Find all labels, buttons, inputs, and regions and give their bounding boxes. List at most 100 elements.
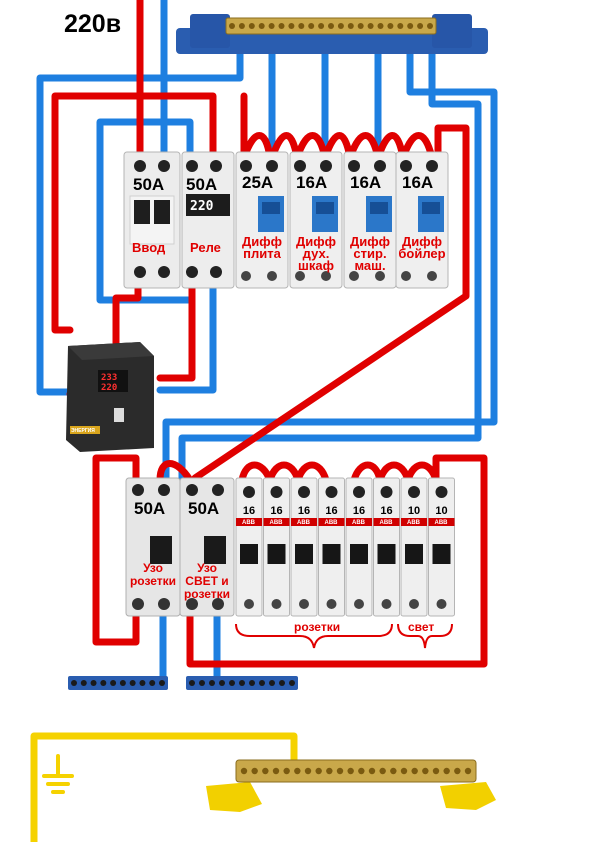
- bus-screw: [379, 767, 386, 775]
- rcbo-label: стир.: [353, 246, 386, 261]
- bus-screw: [272, 767, 280, 775]
- rcd-label: розетки: [130, 574, 176, 588]
- rcbo-rating: 16А: [350, 173, 381, 192]
- bus-screw: [358, 767, 365, 775]
- neutral-bus-left: [68, 676, 168, 690]
- bus-screw: [90, 680, 97, 686]
- stabilizer-brand: ЭНЕРГИЯ: [71, 428, 95, 434]
- rcbo-label: дух.: [303, 246, 330, 261]
- bus-screw: [249, 680, 255, 686]
- breaker-rating: 16: [380, 505, 392, 517]
- breaker-7[interactable]: ABB 10: [400, 477, 428, 617]
- rcbo-label: Дифф: [350, 234, 390, 249]
- group-label-light: свет: [408, 620, 434, 634]
- breaker-brand: ABB: [407, 520, 421, 526]
- main-switch[interactable]: 50А Ввод: [123, 151, 181, 289]
- voltage-stabilizer[interactable]: 233 220 ЭНЕРГИЯ: [66, 342, 154, 452]
- bus-screw: [326, 767, 333, 775]
- bus-screw: [432, 767, 440, 775]
- rcbo-label: бойлер: [398, 246, 445, 261]
- bus-screw: [279, 680, 285, 686]
- bus-screw: [443, 767, 450, 775]
- bus-screw: [397, 23, 404, 29]
- bus-screw: [259, 680, 265, 686]
- breaker-2[interactable]: ABB 16: [263, 477, 290, 617]
- bus-screw: [159, 680, 165, 686]
- bus-screw: [347, 23, 354, 29]
- bus-screw: [80, 680, 87, 686]
- bus-screw: [377, 23, 384, 29]
- bus-screw: [100, 680, 107, 686]
- bus-screw: [268, 23, 275, 29]
- bus-screw: [283, 767, 290, 775]
- rcd-label: СВЕТ и: [185, 574, 228, 588]
- breaker-rating: 16: [270, 505, 282, 517]
- stabilizer-reading-top: 233: [101, 373, 117, 383]
- earth-wire: [30, 732, 298, 842]
- bus-screw: [209, 680, 215, 686]
- bus-screw: [315, 767, 322, 775]
- bus-screw: [464, 767, 472, 775]
- bus-screw: [387, 23, 394, 29]
- bus-screw: [262, 767, 269, 775]
- rcbo-label: Дифф: [402, 234, 442, 249]
- rcbo-rating: 16А: [296, 173, 327, 192]
- breaker-1[interactable]: ABB 16: [235, 477, 263, 617]
- bus-screw: [110, 680, 117, 686]
- breaker-6[interactable]: ABB 16: [373, 477, 400, 617]
- breaker-brand: ABB: [352, 520, 366, 526]
- bus-screw: [298, 23, 305, 29]
- neutral-bus-top: [176, 14, 488, 54]
- bus-screw: [427, 23, 433, 29]
- breaker-rating: 16: [243, 505, 255, 517]
- earth-symbol-icon: [42, 754, 74, 794]
- rcd-rating: 50А: [134, 499, 165, 518]
- bus-screw: [357, 23, 364, 29]
- bus-screw: [294, 767, 301, 775]
- bus-screw: [240, 767, 248, 775]
- rcd-label: Узо: [197, 561, 217, 575]
- bus-screw: [139, 680, 146, 686]
- breaker-rating: 10: [408, 505, 420, 517]
- top-rcbo-row: 25АДиффплита16АДиффдух.шкаф16АДиффстир.м…: [235, 151, 449, 289]
- bus-screw: [407, 23, 414, 29]
- group-brace-light: [397, 623, 453, 649]
- main-switch-label: Ввод: [132, 240, 166, 255]
- bus-screw: [229, 23, 235, 29]
- bus-screw: [239, 680, 245, 686]
- group-brace-sockets: [235, 623, 393, 649]
- rcd-label: Узо: [143, 561, 163, 575]
- bus-screw: [422, 767, 429, 775]
- rcd-label: розетки: [184, 587, 230, 601]
- rcbo-label: плита: [243, 246, 281, 261]
- voltage-label: 220в: [64, 10, 121, 38]
- rcbo-label: шкаф: [298, 258, 334, 273]
- group-label-sockets: розетки: [294, 620, 340, 634]
- breaker-brand: ABB: [242, 520, 256, 526]
- bus-screw: [400, 767, 408, 775]
- bus-screw: [248, 23, 255, 29]
- bus-screw: [390, 767, 397, 775]
- bus-screw: [149, 680, 156, 686]
- bus-screw: [251, 767, 258, 775]
- bus-screw: [318, 23, 325, 29]
- breaker-brand: ABB: [270, 520, 284, 526]
- bus-screw: [337, 23, 344, 29]
- neutral-bus-right: [186, 676, 298, 690]
- breaker-brand: ABB: [380, 520, 394, 526]
- rcbo-rating: 16А: [402, 173, 433, 192]
- bus-screw: [368, 767, 376, 775]
- voltage-relay[interactable]: 220 50А Реле: [181, 151, 235, 289]
- relay-rating: 50А: [186, 175, 217, 194]
